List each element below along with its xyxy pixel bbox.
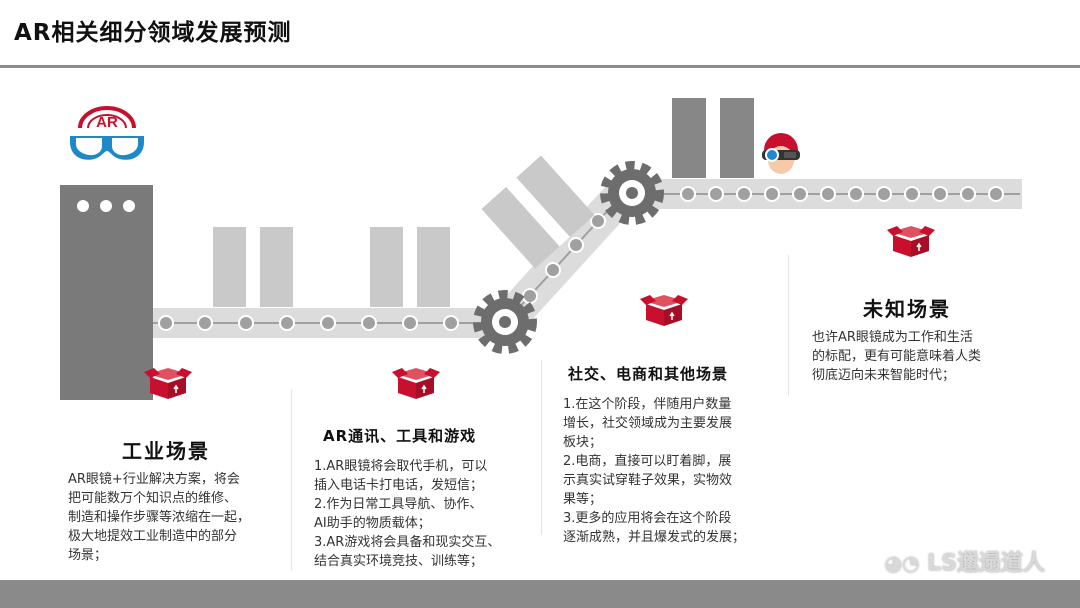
box-2 xyxy=(370,227,450,307)
package-icon xyxy=(144,368,192,399)
column-divider xyxy=(291,390,292,570)
section-body-unknown: 也许AR眼镜成为工作和生活 的标配，更有可能意味着人类 彻底迈向未来智能时代； xyxy=(812,330,982,383)
logo-text: AR xyxy=(96,114,118,131)
factory-machine xyxy=(60,185,153,400)
package-icon xyxy=(887,226,935,257)
title-divider xyxy=(0,65,1080,68)
gear-icon xyxy=(473,290,537,354)
conveyor-belt-upper xyxy=(632,179,1022,209)
column-divider xyxy=(541,360,542,535)
section-body-social: 1.在这个阶段，伴随用户数量 增长，社交领域成为主要发展 板块； 2.电商，直接… xyxy=(563,397,746,545)
conveyor-illustration: AR xyxy=(60,98,1022,400)
section-body-industrial: AR眼镜+行业解决方案，将会 把可能数万个知识点的维修、 制造和操作步骤等浓缩在… xyxy=(68,472,251,563)
box-dark xyxy=(672,98,754,178)
package-icon xyxy=(392,368,440,399)
package-icon xyxy=(640,295,688,326)
column-divider xyxy=(788,255,789,395)
footer-bar xyxy=(0,580,1080,608)
section-body-communication: 1.AR眼镜将会取代手机，可以 插入电话卡打电话，发短信； 2.作为日常工具导航… xyxy=(314,459,501,569)
section-heading-communication: AR通讯、工具和游戏 xyxy=(323,427,477,445)
person-ar-glasses-icon xyxy=(762,133,800,174)
section-heading-industrial: 工业场景 xyxy=(122,439,210,463)
wechat-icon: ◕◔ xyxy=(884,551,920,575)
section-heading-social: 社交、电商和其他场景 xyxy=(568,365,729,383)
box-1 xyxy=(213,227,293,307)
conveyor-belt-lower xyxy=(153,308,508,338)
gear-icon xyxy=(600,161,664,225)
page-title: AR相关细分领域发展预测 xyxy=(14,20,292,46)
section-heading-unknown: 未知场景 xyxy=(863,297,951,321)
box-tilted xyxy=(481,155,595,269)
watermark-text: LS邋遢道人 xyxy=(927,551,1045,576)
watermark: ◕◔ LS邋遢道人 xyxy=(885,545,1045,577)
ar-goggles-logo: AR xyxy=(70,106,144,160)
